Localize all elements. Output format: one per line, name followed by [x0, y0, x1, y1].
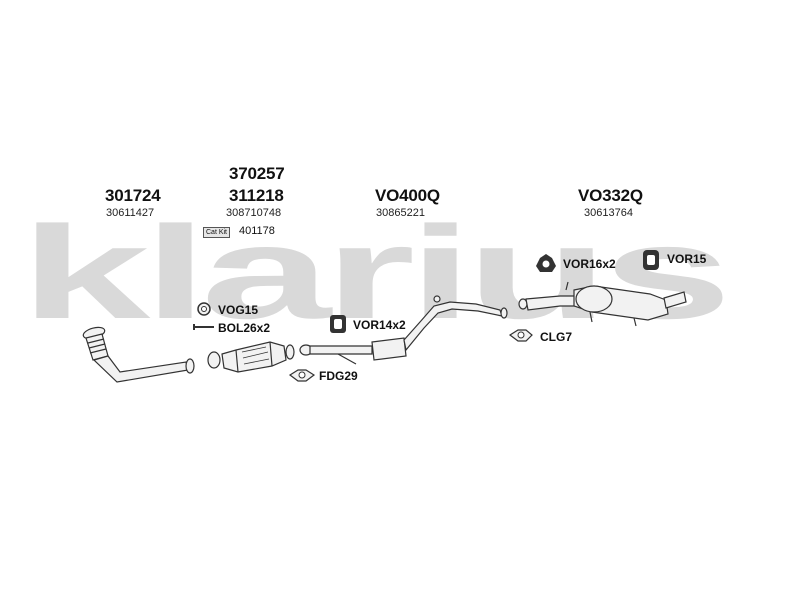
column-1-code: 301724 [105, 186, 161, 205]
cat-kit-number: 401178 [239, 225, 275, 237]
rear-silencer [518, 281, 687, 327]
cat-inlet-gasket [207, 351, 221, 369]
column-1-subcode: 30611427 [106, 207, 155, 219]
vor14x2-rubber-mount-icon [330, 315, 346, 333]
fdg29-gasket-icon [288, 369, 316, 382]
vor15-rubber-mount-icon [643, 250, 659, 270]
catalytic-converter [207, 341, 295, 373]
watermark-logo: klarius [20, 199, 725, 346]
column-2-code-top: 370257 [229, 164, 285, 183]
cat-kit-badge: Cat Kit [203, 227, 231, 238]
vor15-label: VOR15 [667, 252, 707, 266]
column-3-subcode: 30865221 [376, 207, 425, 219]
bol26x2-label: BOL26x2 [218, 321, 271, 335]
centre-silencer [299, 295, 508, 365]
column-4-code: VO332Q [578, 186, 643, 205]
column-2-subcode: 308710748 [226, 207, 282, 219]
vor16x2-label: VOR16x2 [563, 257, 616, 271]
vog15-label: VOG15 [218, 303, 259, 317]
fdg29-label: FDG29 [319, 369, 358, 383]
vor16x2-rubber-mount-icon [536, 254, 556, 272]
clg7-gasket-icon [508, 329, 533, 342]
column-3-code: VO400Q [375, 186, 440, 205]
column-2-code: 311218 [229, 186, 284, 205]
clg7-label: CLG7 [540, 330, 573, 344]
front-pipe [82, 326, 195, 383]
vog15-gasket-icon [197, 302, 211, 316]
vor14x2-label: VOR14x2 [353, 318, 406, 332]
bol26x2-bolt-icon [193, 324, 214, 330]
column-4-subcode: 30613764 [584, 207, 633, 219]
